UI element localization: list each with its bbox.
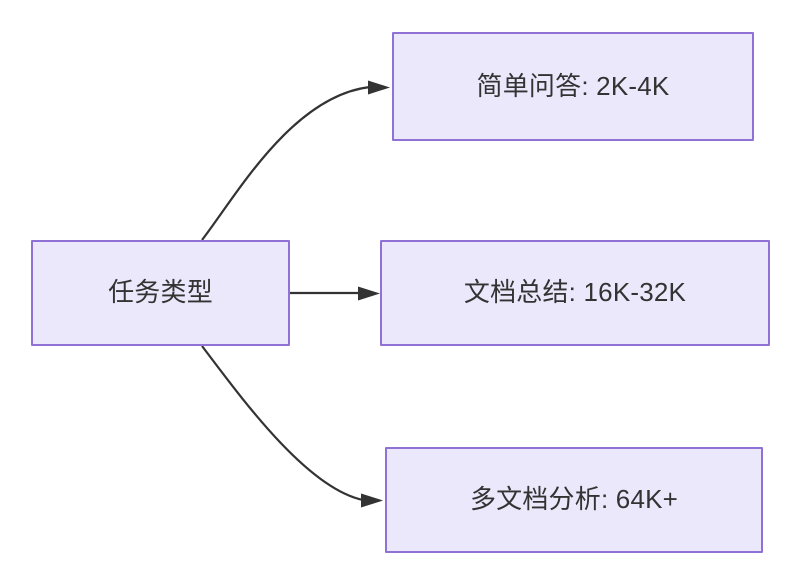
node-simple-qa[interactable]: 简单问答: 2K-4K <box>392 32 754 141</box>
arrowhead-simple-qa <box>368 80 390 95</box>
node-simple-qa-label: 简单问答: 2K-4K <box>476 70 670 101</box>
edge-path-simple-qa <box>201 85 371 241</box>
node-multi-doc[interactable]: 多文档分析: 64K+ <box>385 447 763 553</box>
edge-task-type-to-doc-summary <box>290 286 380 301</box>
edge-path-multi-doc <box>201 345 364 502</box>
node-doc-summary-label: 文档总结: 16K-32K <box>463 277 687 308</box>
arrowhead-doc-summary <box>358 286 380 301</box>
edge-task-type-to-simple-qa <box>201 80 390 241</box>
node-task-type-label: 任务类型 <box>108 277 213 308</box>
arrowhead-multi-doc <box>361 493 383 508</box>
node-task-type[interactable]: 任务类型 <box>31 240 290 346</box>
node-doc-summary[interactable]: 文档总结: 16K-32K <box>380 240 770 346</box>
edge-task-type-to-multi-doc <box>201 345 383 508</box>
node-multi-doc-label: 多文档分析: 64K+ <box>469 484 679 515</box>
